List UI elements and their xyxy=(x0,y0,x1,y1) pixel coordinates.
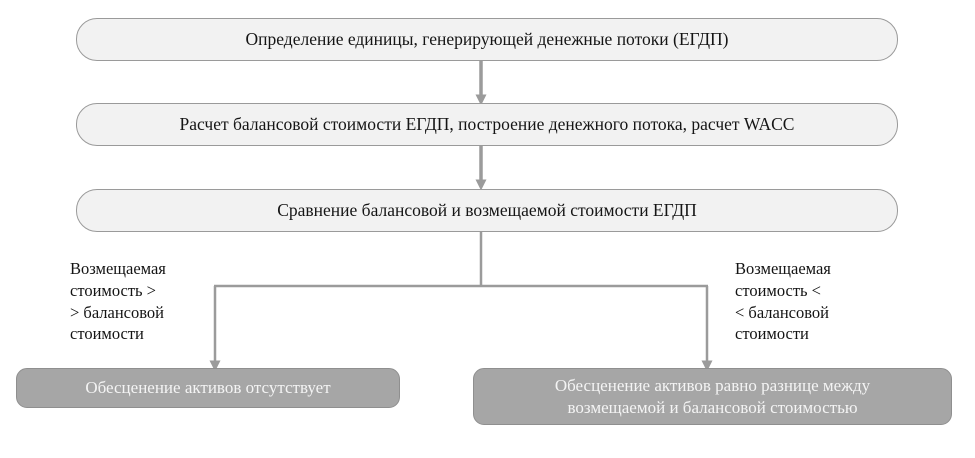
outcome-box-no-impairment-label: Обесценение активов отсутствует xyxy=(85,378,331,398)
step-box-compare-values[interactable]: Сравнение балансовой и возмещаемой стоим… xyxy=(76,189,898,232)
outcome-box-impairment-difference-line1: Обесценение активов равно разнице между xyxy=(554,376,871,396)
step-box-compare-values-label: Сравнение балансовой и возмещаемой стоим… xyxy=(277,199,697,220)
step-box-identify-cgu[interactable]: Определение единицы, генерирующей денежн… xyxy=(76,18,898,61)
branch-label-left: Возмещаемая стоимость > > балансовой сто… xyxy=(70,259,166,344)
outcome-box-impairment-difference[interactable]: Обесценение активов равно разнице между … xyxy=(473,368,952,425)
step-box-calc-carrying-value-label: Расчет балансовой стоимости ЕГДП, постро… xyxy=(179,113,795,134)
step-box-calc-carrying-value[interactable]: Расчет балансовой стоимости ЕГДП, постро… xyxy=(76,103,898,146)
step-box-identify-cgu-label: Определение единицы, генерирующей денежн… xyxy=(245,28,729,49)
outcome-box-impairment-difference-line2: возмещаемой и балансовой стоимостью xyxy=(567,397,858,417)
branch-label-right: Возмещаемая стоимость < < балансовой сто… xyxy=(735,259,831,344)
outcome-box-no-impairment[interactable]: Обесценение активов отсутствует xyxy=(16,368,400,408)
